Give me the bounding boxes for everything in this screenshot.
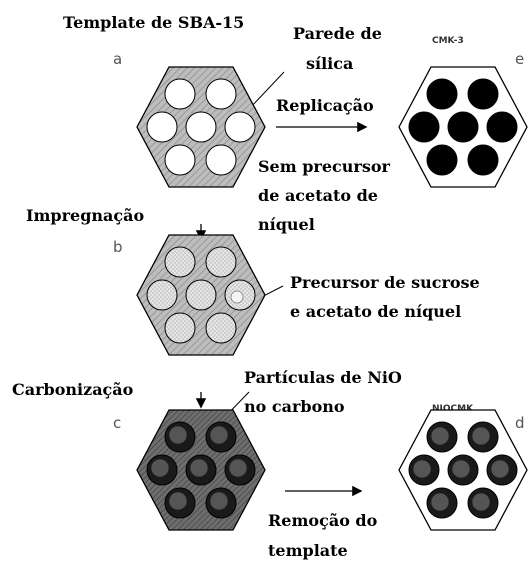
pore-empty [185, 111, 217, 143]
carbon-rod [447, 111, 479, 143]
nio-particle [471, 426, 491, 446]
pore-empty [224, 111, 256, 143]
precursor-line2: e acetato de níquel [290, 302, 461, 321]
hexagon-carbonized [136, 409, 266, 531]
nio-particle [209, 491, 229, 511]
no-precursor-line1: Sem precursor [258, 157, 391, 176]
carbon-rod [467, 144, 499, 176]
carbon-rod [426, 144, 458, 176]
impregnation-label: Impregnação [26, 206, 145, 225]
replication-label: Replicação [276, 96, 374, 115]
nio-particle [209, 425, 229, 445]
panel-letter-b: b [113, 238, 123, 256]
pore-empty [164, 78, 196, 110]
cmk3-label: CMK-3 [432, 36, 464, 46]
nio-particle [471, 492, 491, 512]
template-title: Template de SBA-15 [63, 13, 244, 32]
carbonization-label: Carbonização [12, 380, 134, 399]
pore-empty [146, 111, 178, 143]
removal-line2: template [268, 541, 348, 560]
hexagon-sba15-template [136, 66, 266, 188]
panel-letter-d: d [515, 414, 525, 432]
carbon-rod [486, 111, 518, 143]
pore-precursor [164, 246, 196, 278]
pore-empty [164, 144, 196, 176]
precursor-line1: Precursor de sucrose [290, 273, 480, 292]
nio-particle [168, 425, 188, 445]
nio-particle [490, 459, 510, 479]
nio-particle [228, 458, 248, 478]
carbon-rod [426, 78, 458, 110]
nio-particle [150, 458, 170, 478]
nio-particle [412, 459, 432, 479]
pore-precursor [205, 246, 237, 278]
wall-label-line2: sílica [306, 54, 353, 73]
panel-letter-e: e [515, 50, 524, 68]
panel-letter-c: c [113, 414, 121, 432]
wall-label-line1: Parede de [293, 24, 382, 43]
removal-line1: Remoção do [268, 511, 378, 530]
carbon-rod [467, 78, 499, 110]
niocmk-label: NIOCMK [432, 404, 474, 414]
pore-precursor [146, 279, 178, 311]
pore-precursor [205, 312, 237, 344]
hexagon-impregnated [136, 234, 266, 356]
nio-particle [430, 492, 450, 512]
nio-particle [451, 459, 471, 479]
nio-particle [168, 491, 188, 511]
precursor-droplet [230, 290, 244, 304]
carbon-rod [408, 111, 440, 143]
panel-letter-a: a [113, 50, 122, 68]
pore-empty [205, 78, 237, 110]
pore-empty [205, 144, 237, 176]
pore-precursor [185, 279, 217, 311]
pore-precursor [164, 312, 196, 344]
no-precursor-line3: níquel [258, 215, 315, 234]
hexagon-niocmk [398, 409, 528, 531]
no-precursor-line2: de acetato de [258, 186, 378, 205]
nio-particle [189, 458, 209, 478]
hexagon-cmk3 [398, 66, 528, 188]
particles-line1: Partículas de NiO [244, 368, 402, 387]
particles-line2: no carbono [244, 397, 345, 416]
nio-particle [430, 426, 450, 446]
